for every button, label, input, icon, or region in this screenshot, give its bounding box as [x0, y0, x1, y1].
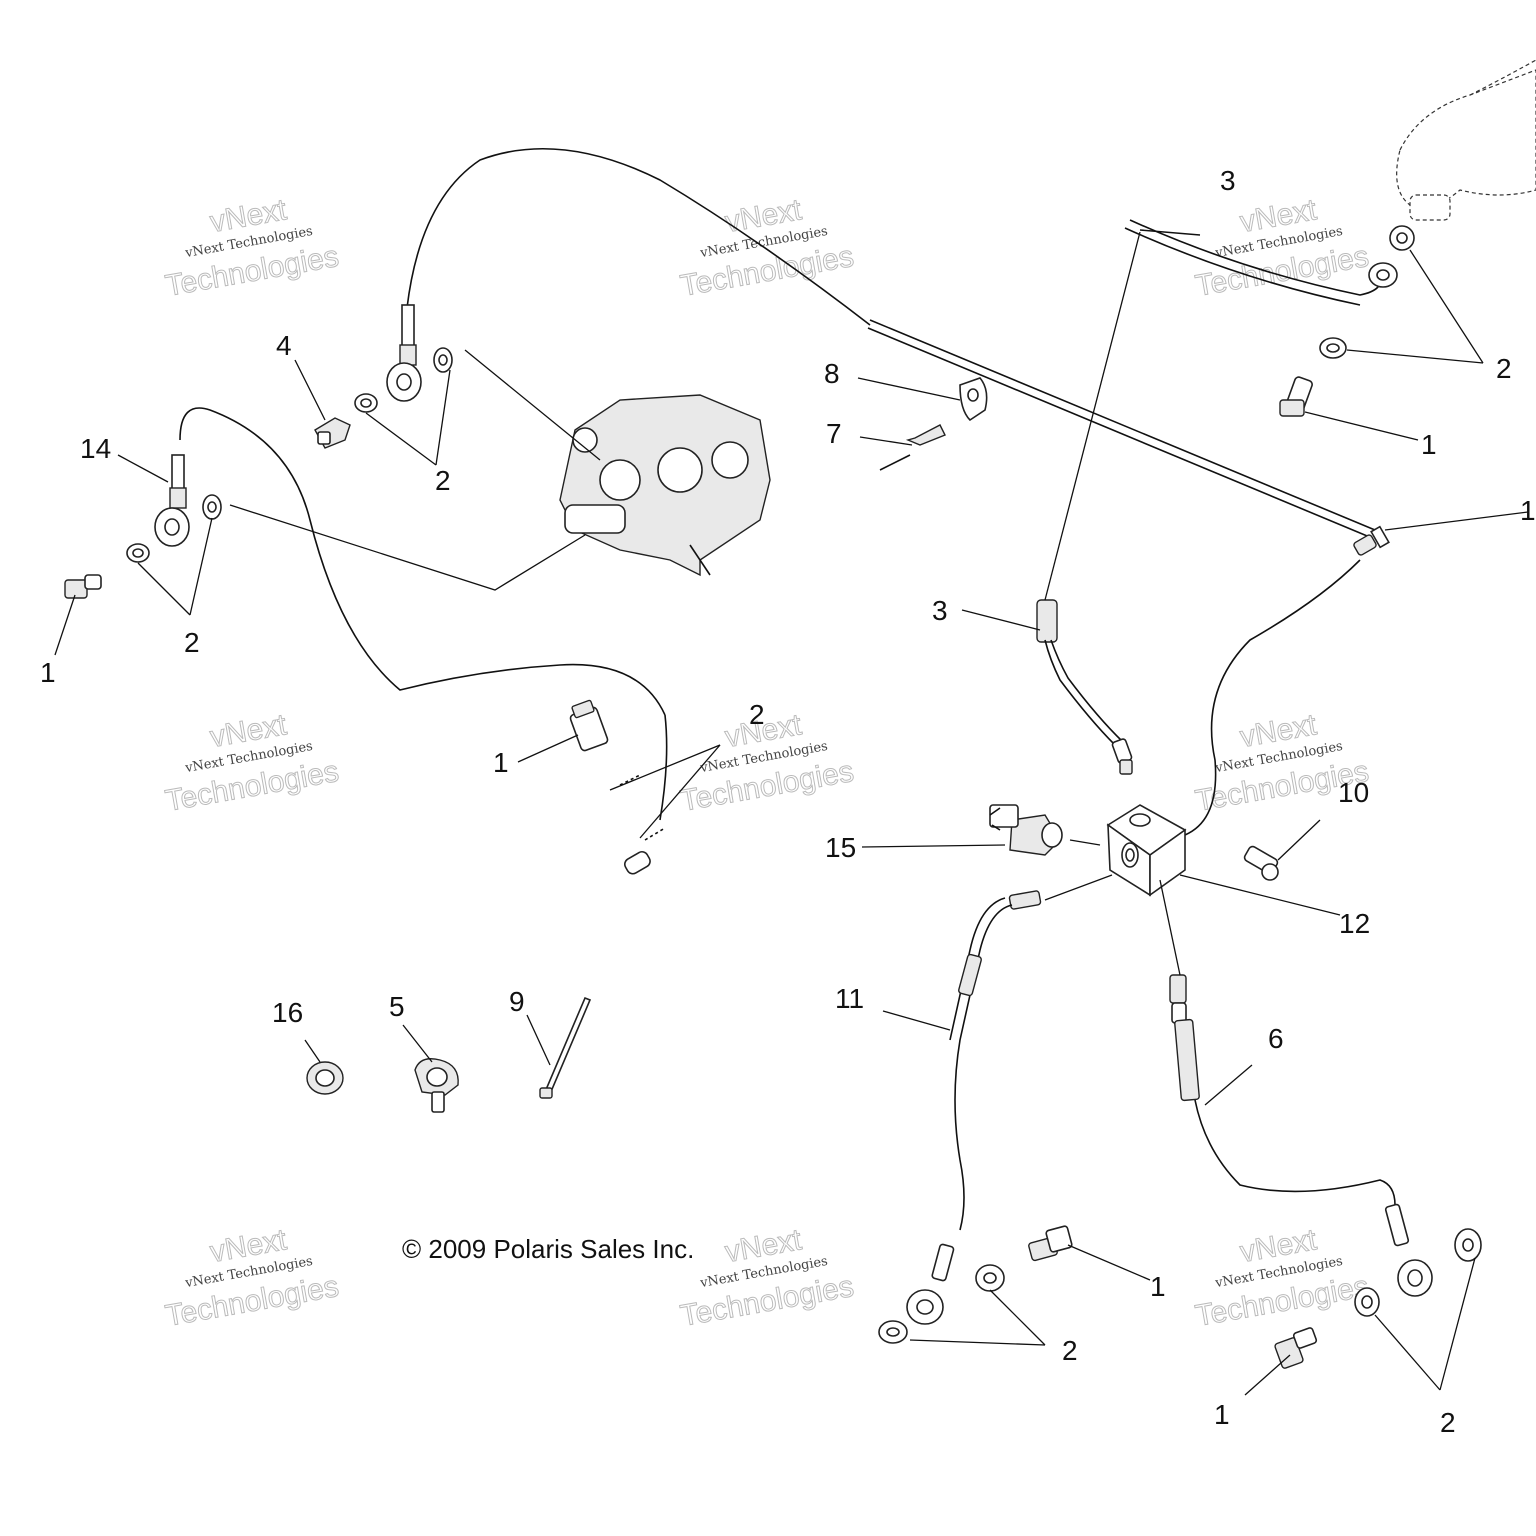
line-clip [959, 377, 988, 422]
callout-labels: 4 14 1 2 2 1 2 8 7 3 3 2 1 1 10 15 12 11… [40, 165, 1536, 1438]
callout-1: 1 [1150, 1271, 1166, 1302]
cable-tie [539, 996, 592, 1099]
bottom-banjo-bolts [1028, 1225, 1318, 1369]
line-clamp [414, 1058, 459, 1113]
callout-1: 1 [493, 747, 509, 778]
callout-2: 2 [749, 699, 765, 730]
callout-3: 3 [932, 595, 948, 626]
callout-1: 1 [1214, 1399, 1230, 1430]
callout-2: 2 [1440, 1407, 1456, 1438]
callout-12: 12 [1339, 908, 1370, 939]
grommet [306, 1061, 344, 1095]
rivet [879, 424, 946, 471]
callout-6: 6 [1268, 1023, 1284, 1054]
callout-1: 1 [1421, 429, 1437, 460]
callout-2: 2 [1496, 353, 1512, 384]
lower-line-11 [878, 890, 1042, 1344]
callout-14: 14 [80, 433, 111, 464]
brake-light-switch [989, 804, 1063, 856]
rear-brake-caliper [559, 394, 771, 577]
callout-4: 4 [276, 330, 292, 361]
copyright-notice: © 2009 Polaris Sales Inc. [402, 1234, 694, 1264]
block-mount-bolt [1243, 845, 1279, 881]
upper-right-banjo [1279, 225, 1415, 417]
lower-line-3 [1036, 599, 1133, 775]
callout-16: 16 [272, 997, 303, 1028]
leader-lines [54, 231, 1529, 1396]
banjo-bolt-mid [569, 699, 609, 752]
callout-8: 8 [824, 358, 840, 389]
callout-7: 7 [826, 418, 842, 449]
left-banjo-assembly [64, 454, 222, 599]
callout-11: 11 [835, 983, 864, 1014]
master-cylinder-outline [1396, 59, 1536, 221]
callout-5: 5 [389, 991, 405, 1022]
callout-3: 3 [1220, 165, 1236, 196]
callout-15: 15 [825, 832, 856, 863]
hard-line-fitting [1353, 525, 1390, 556]
callout-1: 1 [40, 657, 56, 688]
callout-2: 2 [435, 465, 451, 496]
callout-1: 1 [1520, 495, 1536, 526]
mid-line-end [609, 714, 721, 875]
watermarks: vNext vNext Technologies Technologies vN… [163, 193, 1372, 1334]
lower-line-6 [1169, 974, 1482, 1317]
upper-banjo-assembly [354, 304, 453, 413]
distribution-block [1106, 804, 1187, 897]
callout-2: 2 [1062, 1335, 1078, 1366]
callout-10: 10 [1338, 777, 1369, 808]
bleeder-screw [314, 417, 351, 449]
callout-9: 9 [509, 986, 525, 1017]
callout-2: 2 [184, 627, 200, 658]
